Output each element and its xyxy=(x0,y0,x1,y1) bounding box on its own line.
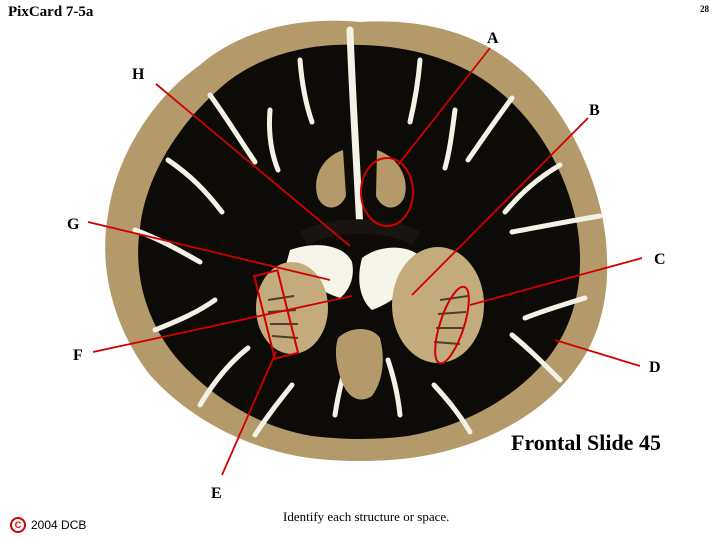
page-number: 28 xyxy=(700,4,709,14)
copyright-notice: C 2004 DCB xyxy=(10,517,86,533)
label-b: B xyxy=(589,102,600,119)
sulci xyxy=(132,57,603,438)
lateral-ventricle-right xyxy=(359,247,421,310)
copyright-text: 2004 DCB xyxy=(31,518,87,532)
label-f: F xyxy=(73,347,83,364)
instruction-text: Identify each structure or space. xyxy=(283,509,450,524)
card-title: PixCard 7-5a xyxy=(8,4,94,20)
label-d: D xyxy=(649,359,661,376)
label-g: G xyxy=(67,216,80,233)
lateral-ventricle-left xyxy=(285,245,353,298)
annotation-ellipse-c xyxy=(434,285,470,365)
label-c: C xyxy=(654,251,666,268)
cingulate-gyrus-left xyxy=(316,150,346,208)
label-h: H xyxy=(132,66,145,83)
slide-title: Frontal Slide 45 xyxy=(511,430,661,455)
diencephalon xyxy=(335,329,383,400)
annotation-circle-a xyxy=(360,157,414,227)
label-a: A xyxy=(487,30,499,47)
cingulate-gyrus-right xyxy=(376,150,406,208)
label-e: E xyxy=(211,485,222,502)
annotation-box-e xyxy=(252,269,300,360)
annotation-lines xyxy=(87,47,643,476)
copyright-icon: C xyxy=(10,517,26,533)
interhemispheric-fissure xyxy=(346,26,364,234)
caudate-left xyxy=(256,262,328,354)
